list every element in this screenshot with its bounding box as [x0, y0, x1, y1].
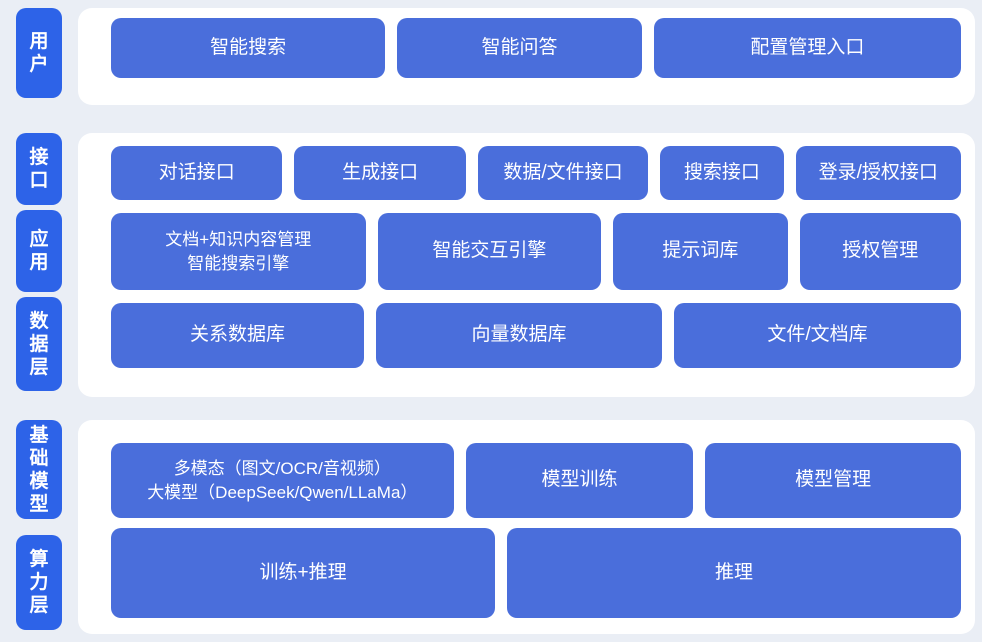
- node-search-api: 搜索接口: [660, 146, 784, 200]
- layer-rail: 用户: [16, 8, 62, 105]
- node-authorization-management: 授权管理: [799, 213, 961, 290]
- node-label: 智能问答: [481, 36, 558, 58]
- node-label: 配置管理入口: [750, 36, 865, 58]
- layer-pill-interface: 接口: [16, 133, 62, 205]
- layer-label: 基础模型: [29, 424, 49, 515]
- node-smart-search: 智能搜索: [111, 18, 386, 78]
- node-label: 智能交互引擎: [432, 240, 547, 262]
- node-inference: 推理: [507, 528, 961, 618]
- node-label: 对话接口: [158, 161, 235, 183]
- node-row-models: 多模态（图文/OCR/音视频） 大模型（DeepSeek/Qwen/LLaMa）…: [111, 443, 961, 518]
- node-label: 文件/文档库: [767, 324, 868, 346]
- layer-pill-foundation-model: 基础模型: [16, 420, 62, 519]
- node-label: 搜索接口: [683, 161, 760, 183]
- node-label: 模型管理: [795, 469, 872, 491]
- node-prompt-library: 提示词库: [613, 213, 788, 290]
- node-relational-database: 关系数据库: [111, 303, 364, 368]
- node-doc-knowledge-search-engine: 文档+知识内容管理 智能搜索引擎: [111, 213, 366, 290]
- node-label-line2: 智能搜索引擎: [187, 253, 290, 273]
- node-label-line2: 大模型（DeepSeek/Qwen/LLaMa）: [147, 482, 418, 502]
- layer-label: 算力层: [29, 549, 49, 616]
- section-foundation-compute: 基础模型 算力层 多模态（图文/OCR/音视频） 大模型（DeepSeek/Qw…: [16, 420, 975, 634]
- node-label: 关系数据库: [189, 324, 285, 346]
- node-data-file-api: 数据/文件接口: [477, 146, 649, 200]
- panel-interface-app-data: 对话接口 生成接口 数据/文件接口 搜索接口 登录/授权接口 文档+知识内容管理: [78, 133, 975, 397]
- node-label: 智能搜索: [210, 36, 287, 58]
- node-label: 授权管理: [842, 240, 919, 262]
- section-user-layer: 用户 智能搜索 智能问答 配置管理入口: [16, 8, 975, 105]
- panel-user: 智能搜索 智能问答 配置管理入口: [78, 8, 975, 105]
- layer-label: 用户: [29, 31, 49, 75]
- layer-rail: 基础模型 算力层: [16, 420, 62, 634]
- node-login-auth-api: 登录/授权接口: [795, 146, 961, 200]
- node-multimodal-large-model: 多模态（图文/OCR/音视频） 大模型（DeepSeek/Qwen/LLaMa）: [111, 443, 454, 518]
- layer-rail: 接口 应用 数据层: [16, 133, 62, 397]
- node-label: 训练+推理: [259, 561, 347, 583]
- node-label-line1: 多模态（图文/OCR/音视频）: [173, 459, 391, 479]
- node-vector-database: 向量数据库: [376, 303, 662, 368]
- layer-pill-compute-layer: 算力层: [16, 535, 62, 630]
- node-row-applications: 文档+知识内容管理 智能搜索引擎 智能交互引擎 提示词库 授权管理: [111, 213, 961, 290]
- node-training-plus-inference: 训练+推理: [111, 528, 496, 618]
- layer-pill-application: 应用: [16, 210, 62, 292]
- node-label: 登录/授权接口: [818, 161, 938, 183]
- node-interactive-engine: 智能交互引擎: [377, 213, 602, 290]
- panel-foundation-compute: 多模态（图文/OCR/音视频） 大模型（DeepSeek/Qwen/LLaMa）…: [78, 420, 975, 634]
- node-label: 向量数据库: [471, 324, 567, 346]
- layer-label: 应用: [29, 229, 49, 273]
- node-row-data-stores: 关系数据库 向量数据库 文件/文档库: [111, 303, 961, 368]
- layer-label: 接口: [29, 147, 49, 191]
- node-label: 生成接口: [342, 161, 419, 183]
- node-row-interfaces: 对话接口 生成接口 数据/文件接口 搜索接口 登录/授权接口: [111, 146, 961, 200]
- node-config-management-entry: 配置管理入口: [653, 18, 961, 78]
- node-generation-api: 生成接口: [294, 146, 466, 200]
- node-label: 推理: [715, 561, 754, 583]
- node-smart-qa: 智能问答: [397, 18, 642, 78]
- node-dialog-api: 对话接口: [111, 146, 283, 200]
- node-model-training: 模型训练: [465, 443, 694, 518]
- node-file-document-store: 文件/文档库: [674, 303, 961, 368]
- node-row: 智能搜索 智能问答 配置管理入口: [111, 18, 961, 78]
- node-label-line1: 文档+知识内容管理: [165, 230, 312, 250]
- layer-pill-data-layer: 数据层: [16, 297, 62, 391]
- node-label: 数据/文件接口: [503, 161, 623, 183]
- layer-label: 数据层: [29, 310, 49, 378]
- node-model-management: 模型管理: [705, 443, 961, 518]
- layer-pill-user: 用户: [16, 8, 62, 98]
- node-label: 提示词库: [662, 240, 739, 262]
- node-row-compute: 训练+推理 推理: [111, 528, 961, 618]
- node-label: 模型训练: [541, 469, 618, 491]
- section-interface-app-data: 接口 应用 数据层 对话接口 生成接口 数据/文件接口 搜: [16, 133, 975, 397]
